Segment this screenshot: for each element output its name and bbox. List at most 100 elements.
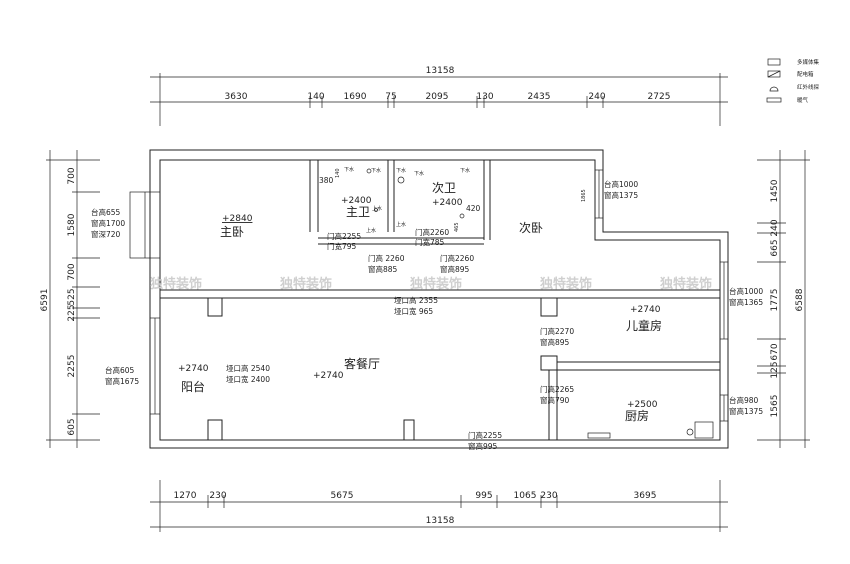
note-master-window-1: 台高655: [91, 207, 121, 217]
supply-label-3: 上水: [396, 221, 406, 228]
legend-item-infrared: 红外线探: [797, 83, 820, 91]
bottom-dim-2: 230: [209, 491, 226, 501]
elev-living: +2740: [313, 371, 344, 381]
top-dim-6: 130: [476, 92, 493, 102]
walls: [149, 149, 729, 449]
supply-label-1: 上水: [372, 205, 382, 212]
note-kids-door-1: 门高2270: [540, 326, 574, 336]
note-master-bath-door-1: 门高2255: [327, 231, 361, 241]
room-kids: 儿童房: [626, 318, 662, 333]
left-dimensions: [46, 150, 100, 448]
heater-icon: [766, 97, 782, 103]
distribution-box-icon: [767, 70, 781, 78]
note-kids-window-2: 窗高1365: [729, 297, 763, 307]
appliance-box: [694, 421, 714, 439]
note-kitchen-window-2: 窗高1375: [729, 406, 763, 416]
note-master-bath-door-2: 门宽795: [327, 241, 357, 251]
note-second-window-1: 台高1000: [604, 179, 638, 189]
note-master-window-2: 窗高1700: [91, 218, 125, 228]
watermark-1: 独特装饰: [150, 276, 202, 292]
left-dim-1: 700: [67, 167, 77, 184]
note-second-door-2: 窗高895: [440, 264, 470, 274]
right-total-dimension: 6588: [795, 288, 805, 311]
top-dim-5: 2095: [426, 92, 449, 102]
windows: [129, 169, 729, 422]
left-dim-2: 1580: [67, 213, 77, 236]
left-dim-5: 225: [67, 304, 77, 321]
multimedia-box-icon: [767, 58, 781, 66]
right-dimensions: [757, 150, 810, 448]
top-dim-2: 140: [307, 92, 324, 102]
note-kids-window-1: 台高1000: [729, 286, 763, 296]
left-dim-7: 605: [67, 418, 77, 435]
elev-second-bath: +2400: [432, 198, 463, 208]
room-second-bath: 次卫: [432, 181, 456, 195]
note-kitchen-window-1: 台高980: [729, 395, 759, 405]
room-kitchen: 厨房: [625, 408, 649, 423]
bottom-dim-5: 1065: [514, 491, 537, 501]
top-dim-3: 1690: [344, 92, 367, 102]
bath-dim-380: 380: [319, 176, 334, 185]
note-passage-2: 垭口宽 965: [394, 306, 433, 316]
infrared-sensor-icon: [769, 86, 779, 92]
note-kids-door-2: 窗高895: [540, 337, 570, 347]
bottom-dim-4: 995: [475, 491, 492, 501]
watermark-4: 独特装饰: [540, 276, 592, 292]
floor-drain-icon: [397, 176, 405, 184]
bottom-dim-3: 5675: [331, 491, 354, 501]
elev-master-bedroom: +2840: [222, 214, 253, 224]
watermark-5: 独特装饰: [660, 276, 712, 292]
elev-master-bath: +2400: [341, 196, 372, 206]
watermark-3: 独特装饰: [410, 276, 462, 292]
heater-icon: [587, 432, 611, 439]
note-master-door-1: 门高 2260: [368, 253, 405, 263]
bottom-total-dimension: 13158: [426, 516, 455, 526]
note-second-bath-door-1: 门高2260: [415, 227, 449, 237]
room-master-bedroom: 主卧: [220, 225, 244, 239]
note-master-window-3: 窗深720: [91, 229, 121, 239]
note-second-door-1: 门高2260: [440, 253, 474, 263]
watermark-2: 独特装饰: [280, 276, 332, 292]
watermark-band: 独特装饰 独特装饰 独特装饰 独特装饰 独特装饰: [150, 276, 712, 292]
note-entry-door-2: 窗高995: [468, 441, 498, 451]
left-dim-6: 2255: [67, 355, 77, 378]
right-dim-4: 1775: [770, 289, 780, 312]
note-kitchen-door-1: 门高2265: [540, 384, 574, 394]
note-second-bath-door-2: 门宽785: [415, 237, 445, 247]
note-balcony-opening-1: 垭口高 2540: [226, 363, 270, 373]
bottom-dimensions: [150, 480, 728, 532]
top-dim-7: 2435: [528, 92, 551, 102]
top-dim-1: 3630: [225, 92, 248, 102]
room-balcony: 阳台: [181, 379, 205, 394]
bath-dim-140: 140: [335, 168, 341, 178]
drain-icon: [366, 168, 372, 174]
note-balcony-opening-2: 垭口宽 2400: [226, 374, 270, 384]
elev-balcony: +2740: [178, 364, 209, 374]
bath-dim-420: 420: [466, 204, 481, 213]
top-dimensions: [150, 73, 728, 126]
note-balcony-window-1: 台高605: [105, 365, 135, 375]
room-master-bath: 主卫: [346, 205, 370, 219]
right-dim-3: 665: [770, 239, 780, 256]
note-entry-door-1: 门高2255: [468, 430, 502, 440]
drain-icon: [459, 213, 465, 219]
right-dim-7: 1565: [770, 395, 780, 418]
bath-dim-465: 465: [454, 222, 460, 232]
bath-dim-1865: 1865: [581, 189, 587, 202]
room-second-bedroom: 次卧: [519, 221, 543, 235]
top-total-dimension: 13158: [426, 66, 455, 76]
bottom-dim-1: 1270: [174, 491, 197, 501]
right-dim-6: 125: [770, 361, 780, 378]
supply-label-2: 上水: [366, 227, 376, 234]
fixtures: [366, 168, 714, 439]
legend-item-multimedia: 多媒体集: [797, 58, 820, 66]
note-passage-1: 垭口高 2355: [394, 295, 438, 305]
note-kitchen-door-2: 窗高790: [540, 395, 570, 405]
supply-icon: [374, 208, 378, 212]
note-balcony-window-2: 窗高1675: [105, 376, 139, 386]
elev-kids: +2740: [630, 305, 661, 315]
elev-kitchen: +2500: [627, 400, 658, 410]
gas-meter-icon: [686, 428, 694, 436]
bottom-dim-6: 230: [540, 491, 557, 501]
